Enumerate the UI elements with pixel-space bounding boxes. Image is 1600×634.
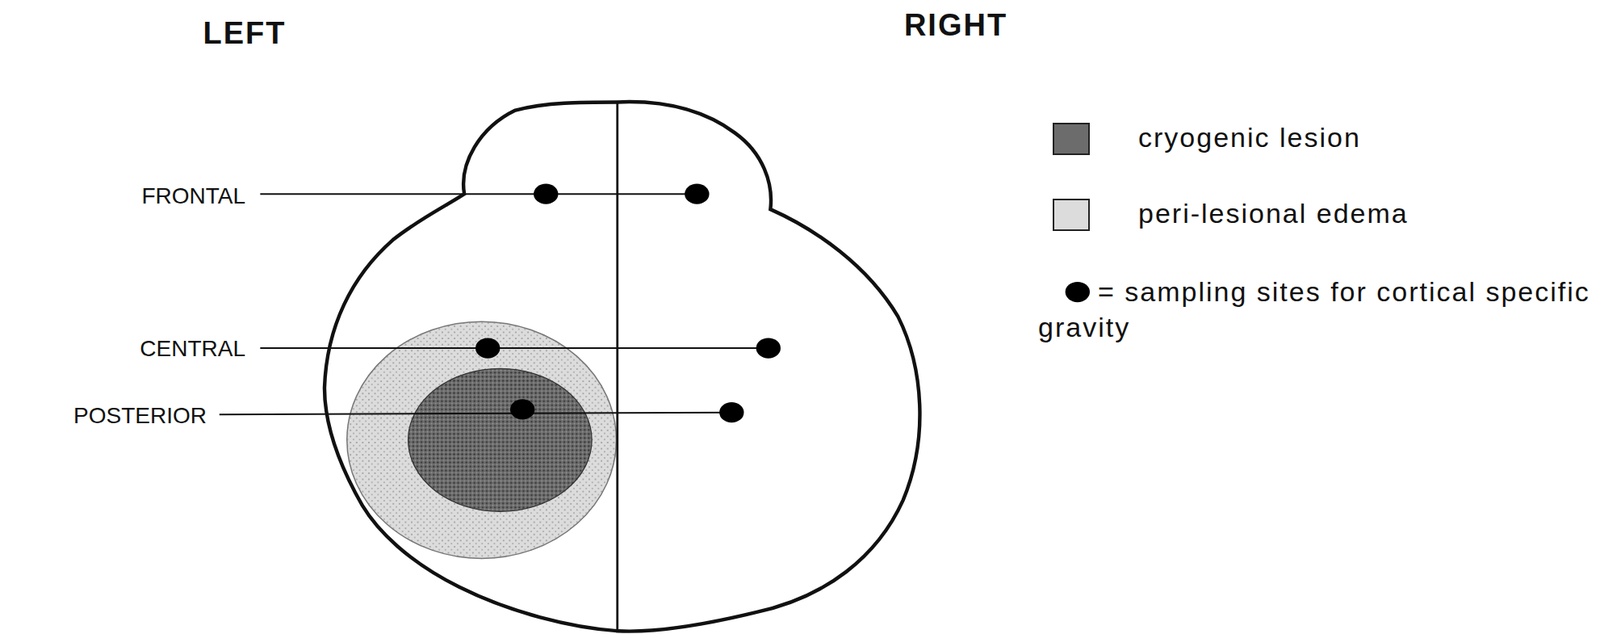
leader-line [259, 192, 697, 195]
side-heading: RIGHT [904, 8, 1008, 44]
midline [615, 101, 619, 631]
lesion-region [408, 368, 593, 511]
legend-text: cryogenic lesion [1138, 121, 1362, 154]
legend-dot-sample [1065, 281, 1090, 302]
brain-outline [324, 101, 920, 631]
region-label: POSTERIOR [73, 402, 207, 429]
sampling-dot [510, 398, 535, 419]
leader-line [219, 412, 733, 415]
legend-swatch [1052, 122, 1090, 155]
region-label: CENTRAL [139, 335, 246, 362]
sampling-dot [756, 337, 781, 358]
sampling-dot [533, 184, 558, 205]
sampling-dot [684, 184, 709, 205]
legend-text: = sampling sites for cortical specific g… [1038, 273, 1591, 345]
sampling-dot [475, 337, 500, 358]
legend-swatch [1052, 198, 1090, 231]
sampling-dot [719, 402, 744, 423]
leader-line [259, 347, 768, 349]
legend-text: peri-lesional edema [1138, 197, 1409, 230]
edema-region [347, 321, 617, 558]
region-label: FRONTAL [141, 183, 246, 210]
side-heading: LEFT [203, 16, 287, 52]
